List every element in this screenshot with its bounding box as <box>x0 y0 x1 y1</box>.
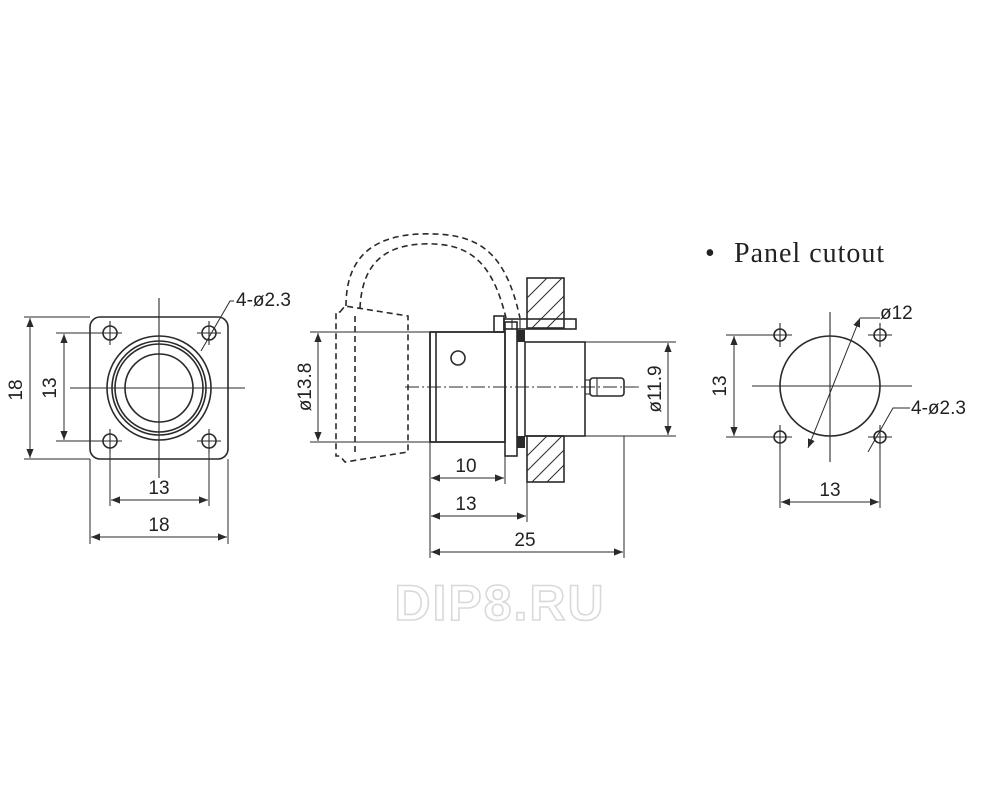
front-hole-callout: 4-ø2.3 <box>236 290 291 311</box>
cutout-width-label: 13 <box>819 480 840 501</box>
len-25-label: 25 <box>514 530 535 551</box>
cutout-hole-callout: 4-ø2.3 <box>911 398 966 419</box>
cap-diameter-label: ø13.8 <box>295 363 316 412</box>
panel-cutout-title: Panel cutout <box>734 238 885 269</box>
panel-cutout: • Panel cutout ø12 4-ø2.3 <box>705 238 966 508</box>
len-13-label: 13 <box>455 494 476 515</box>
front-dim-18-horizontal: 18 <box>148 515 169 536</box>
body-diameter-label: ø11.9 <box>645 365 666 412</box>
cutout-diameter-label: ø12 <box>880 303 913 324</box>
front-inner-bore <box>124 353 194 423</box>
contact-pin <box>589 377 625 397</box>
front-hole-leader <box>200 300 234 352</box>
front-dim-18-vertical: 18 <box>6 379 27 400</box>
body-locating-dot <box>450 350 466 366</box>
cutout-hole-leader <box>867 407 910 453</box>
front-dim-13-horizontal: 13 <box>148 478 169 499</box>
dust-cap-outline <box>335 305 409 463</box>
cutout-diameter-leader <box>807 317 861 449</box>
front-ring-2 <box>111 340 207 436</box>
panel-cutout-bullet: • <box>705 238 716 269</box>
panel-section <box>526 277 565 483</box>
screw-shank <box>503 318 577 330</box>
cutout-hole-tr <box>868 323 892 347</box>
cutout-height-label: 13 <box>710 375 731 396</box>
front-outer-ring <box>106 335 212 441</box>
front-dim-13-vertical: 13 <box>40 377 61 398</box>
tether-cord <box>345 233 521 319</box>
front-mounting-hole-tr <box>197 321 221 345</box>
side-view: ø13.8 ø11.9 10 13 25 <box>295 233 676 558</box>
rear-body <box>524 341 586 437</box>
watermark: DIP8.RU <box>394 575 605 631</box>
mounting-flange <box>504 321 518 457</box>
gasket-top <box>517 330 525 342</box>
screw-head <box>493 315 505 333</box>
front-ring-3 <box>114 343 204 433</box>
gasket-bottom <box>517 436 525 448</box>
front-view: 4-ø2.3 18 13 13 18 <box>6 290 291 544</box>
len-10-label: 10 <box>455 456 476 477</box>
